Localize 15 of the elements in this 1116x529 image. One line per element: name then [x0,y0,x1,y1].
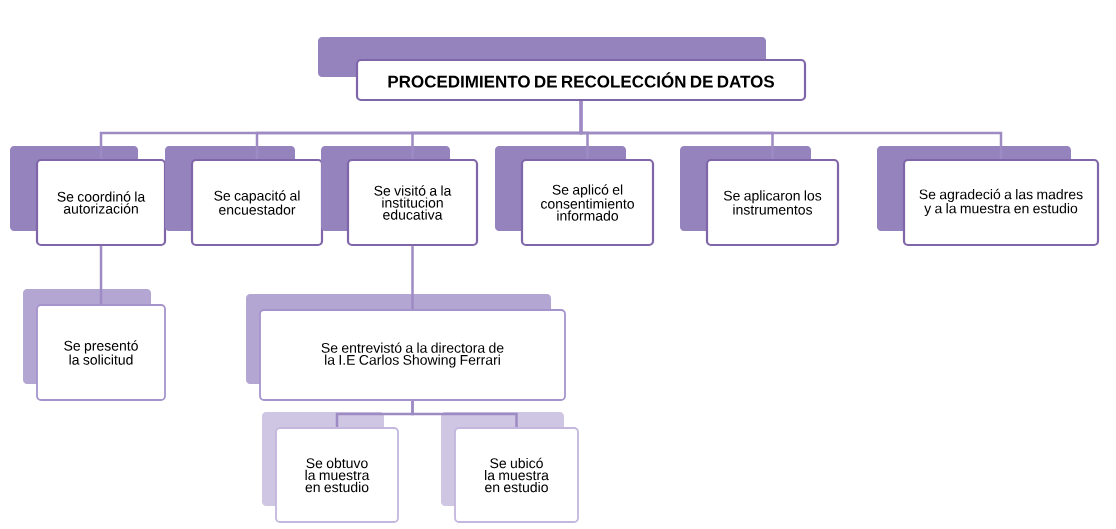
process-box: Se aplicaron los instrumentos [680,146,840,247]
connector-line [411,400,518,428]
process-box: Se ubicó la muestra en estudio [441,412,579,523]
connector-line [411,246,414,310]
process-box: Se agradeció a las madres y a la muestra en estudio [877,146,1100,247]
process-box: Se aplicó el consentimiento informado [495,146,655,247]
process-box: Se presentó la solicitud [23,289,166,401]
process-box: Se coordinó la autorización [10,146,167,247]
process-box: Se visitó a la institucion educativa [321,146,479,247]
process-box: Se entrevistó a la directora de la I.E Carlos Showing Ferrari [246,294,566,401]
process-box: Se capacitó al encuestador [165,146,324,247]
process-box: Se obtuvo la muestra en estudio [262,412,399,523]
connector-line [579,101,1003,159]
connector-line [99,246,103,305]
process-box: PROCEDIMIENTO DE RECOLECCIÓN DE DATOS [318,37,807,102]
